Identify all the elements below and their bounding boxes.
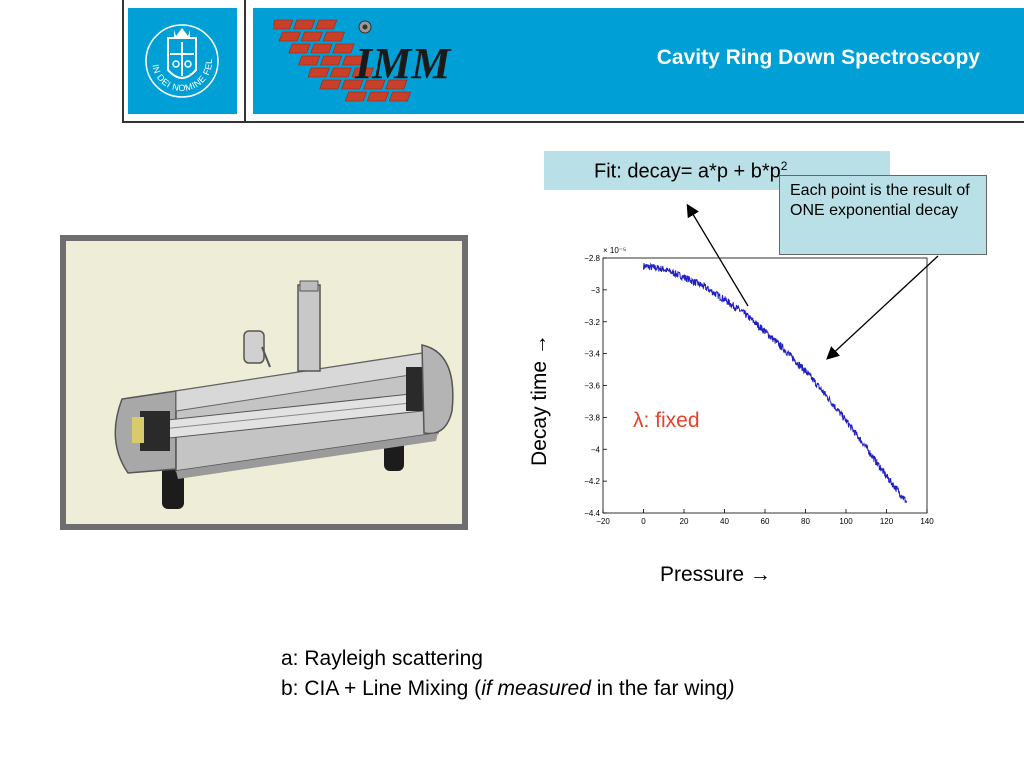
fit-equation-text: Fit: decay= a*p + b*p2 bbox=[594, 159, 787, 184]
cavity-cell-photo bbox=[66, 241, 462, 524]
slide-title: Cavity Ring Down Spectroscopy bbox=[656, 46, 980, 69]
y-tick-label: −4.4 bbox=[584, 509, 600, 518]
x-tick-label: −20 bbox=[596, 517, 610, 526]
note-line-b-close: ) bbox=[727, 677, 735, 700]
x-tick-label: 0 bbox=[641, 517, 646, 526]
university-seal-icon: IN DEI NOMINE FELICITER bbox=[125, 0, 219, 98]
lambda-fixed-label: λ: fixed bbox=[633, 409, 700, 432]
note-line-b-mid: in the far wing bbox=[590, 677, 728, 700]
y-tick-label: −3.2 bbox=[584, 318, 600, 327]
y-tick-label: −3.6 bbox=[584, 382, 600, 391]
decay-time-chart: −20 0 20 40 60 80 100 120 140 −2.8 −3 −3.2 −3.4 −3.6… bbox=[584, 246, 934, 526]
fit-equation-box: Fit: decay= a*p + b*p2 bbox=[544, 151, 890, 190]
note-line-b-italic: if measured bbox=[481, 677, 591, 700]
x-tick-label: 60 bbox=[761, 517, 770, 526]
series-line bbox=[643, 262, 908, 504]
y-tick-label: −3 bbox=[591, 286, 601, 295]
seal-text: IN DEI NOMINE FELICITER bbox=[125, 0, 214, 93]
x-tick-label: 20 bbox=[680, 517, 689, 526]
header-banner: IMM bbox=[253, 8, 1024, 114]
x-tick-label: 80 bbox=[801, 517, 810, 526]
notes: a: Rayleigh scattering b: CIA + Line Mix… bbox=[281, 644, 734, 704]
header-frame bbox=[122, 0, 1024, 123]
x-axis-label: Pressure → bbox=[660, 563, 771, 586]
note-line-b-prefix: b: CIA + Line Mixing ( bbox=[281, 677, 482, 700]
y-tick-label: −2.8 bbox=[584, 254, 600, 263]
y-tick-label: −3.8 bbox=[584, 413, 600, 422]
y-tick-label: −3.4 bbox=[584, 350, 600, 359]
header-divider bbox=[244, 0, 246, 122]
plot-area bbox=[602, 257, 928, 514]
fit-equation-label: Fit: decay= a*p + b*p bbox=[594, 160, 781, 183]
x-tick-label: 40 bbox=[720, 517, 729, 526]
y-tick-label: −4.2 bbox=[584, 477, 600, 486]
y-multiplier-label: × 10⁻⁵ bbox=[603, 246, 626, 255]
x-tick-label: 120 bbox=[880, 517, 894, 526]
note-box: Each point is the result of ONE exponent… bbox=[779, 175, 987, 255]
note-line-b: b: CIA + Line Mixing (if measured in the… bbox=[281, 674, 734, 704]
university-logo: IN DEI NOMINE FELICITER bbox=[125, 0, 237, 114]
imm-logo-text: IMM bbox=[354, 39, 452, 88]
imm-logo-icon: IMM bbox=[273, 19, 452, 102]
fit-equation-exponent: 2 bbox=[780, 159, 788, 173]
y-tick-label: −4 bbox=[591, 445, 601, 454]
cavity-cell-photo-icon bbox=[114, 280, 454, 509]
svg-text:IN DEI NOMINE FELICITER: IN DEI NOMINE FELICITER bbox=[128, 8, 214, 93]
x-tick-label: 100 bbox=[839, 517, 853, 526]
y-axis-label: Decay time → bbox=[528, 334, 551, 466]
y-axis-label-wrap: Decay time → bbox=[520, 300, 560, 500]
note-line-a: a: Rayleigh scattering bbox=[281, 647, 483, 670]
x-tick-label: 140 bbox=[920, 517, 934, 526]
